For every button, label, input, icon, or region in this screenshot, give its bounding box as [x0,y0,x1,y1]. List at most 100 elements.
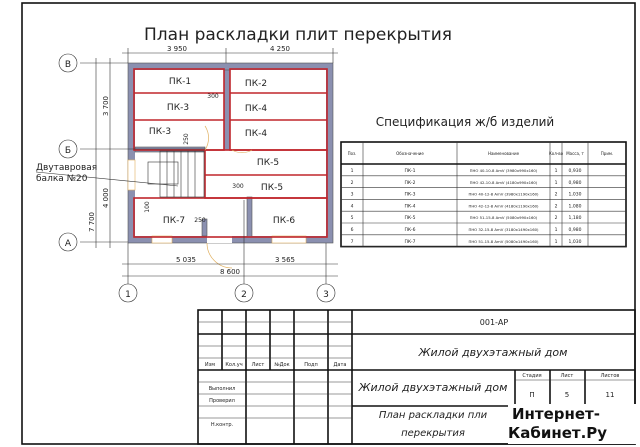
slab-label: ПК-2 [245,79,267,89]
spec-cell: 1,030 [569,192,582,198]
tb-stage-header: Листов [601,373,620,379]
axis-label: В [65,60,71,70]
wall-bottom-partition [246,196,253,238]
watermark-logo: Кабинет.Ру [508,424,607,442]
spec-cell: 1 [555,239,558,245]
spec-cell: 5 [351,215,354,221]
door-swing [206,242,233,269]
spec-cell: 1,080 [569,203,582,209]
spec-cell: 7 [351,239,354,245]
slab-zone-left [133,68,225,151]
spec-cell: ПК-2 [404,180,415,186]
dim-note: 100 [144,201,151,213]
dim-note: 300 [232,183,244,190]
axis-bubble [58,232,78,252]
watermark-bg [508,404,636,444]
dim-note: 250 [183,133,190,145]
beam-label: Двутавровая [36,163,97,173]
door-entrance [207,236,232,243]
axis-bubble [118,283,138,303]
slab-label: ПК-4 [245,129,267,139]
window-bottom-right [271,235,307,244]
spec-cell: 2 [351,180,354,186]
spec-cell: ПК-6 [404,227,415,233]
axis-label: 3 [323,290,329,300]
staircase [147,150,205,198]
spec-cell: 0,930 [569,168,582,174]
slab-label: ПК-1 [169,77,191,87]
spec-cell: ПНО 42-10-8 AmV (4180х990х160) [470,180,538,185]
axis-label: Б [65,146,71,156]
slab-zone-bottom [133,197,328,238]
spec-cell: 3 [351,192,354,198]
tb-stage-header: Стадия [522,373,541,379]
spec-cell: ПНО 40-10-8 AmV (3980х990х160) [470,168,538,173]
title-block [197,309,636,445]
slab-label: ПК-5 [261,183,283,193]
spec-cell: ПНО 51-15-8 AmV (5080х1490х160) [468,239,539,244]
tb-col-header: Изм [205,362,215,368]
spec-cell: 4 [351,203,354,209]
spec-cell: ПК-3 [404,192,415,198]
tb-stage-value: 11 [606,391,615,399]
spec-cell: ПНО 32-15-8 AmV (3180х1490х160) [468,227,539,232]
watermark-logo: Интернет- [512,405,600,423]
spec-cell: 1,030 [569,239,582,245]
spec-cell: ПК-1 [404,168,415,174]
spec-cell: 1 [555,180,558,186]
spec-cell: 2 [555,215,558,221]
slab-label: ПК-4 [245,104,267,114]
axis-label: А [65,239,72,249]
spec-cell: 2 [555,192,558,198]
spec-title: Спецификация ж/б изделий [376,115,554,129]
spec-cell: 0,980 [569,227,582,233]
spec-header: Прим. [601,151,613,156]
spec-cell: 1 [555,227,558,233]
slab-label: ПК-7 [163,216,185,226]
door-swing [231,149,253,154]
axis-bubble [316,283,336,303]
tb-role: Проверил [209,398,235,404]
tb-sheet-title: перекрытия [401,428,465,439]
spec-cell: ПК-7 [404,239,415,245]
dim-bottom-1: 5 035 [176,256,196,264]
slab-label: ПК-5 [257,158,279,168]
spec-cell: 1,180 [569,215,582,221]
tb-col-header: Кол.уч [225,362,242,368]
tb-project: Жилой двухэтажный дом [418,346,568,359]
dim-left-total: 7 700 [88,212,96,232]
spec-cell: 0,980 [569,180,582,186]
beam-label: балка №20 [36,174,88,184]
slab-label: ПК-6 [273,216,295,226]
axis-bubble [234,283,254,303]
slab-label: ПК-3 [167,103,189,113]
axis-label: 1 [125,290,131,300]
dim-top-1: 3 950 [167,45,187,53]
spec-cell: ПНО 40-12-8 AmV (3980х1190х160) [468,192,539,197]
tb-sheet-title: План раскладки пли [379,410,488,421]
spec-header: Масса, т [566,151,584,156]
tb-building: Жилой двухэтажный дом [358,381,508,394]
dim-left-1: 3 700 [102,96,110,116]
tb-col-header: Подп [304,362,318,368]
spec-header: Кол-во [549,151,564,156]
spec-cell: ПК-4 [404,203,415,209]
spec-cell: 6 [351,227,354,233]
window-bottom-left [151,235,173,244]
tb-stage-value: П [529,391,534,399]
spec-cell: 1 [351,168,354,174]
spec-header: Обозначение [396,151,424,156]
drawing-title: План раскладки плит перекрытия [144,25,452,45]
tb-code: 001-АР [480,318,509,327]
slab-label: ПК-3 [149,127,171,137]
spec-cell: 1 [555,168,558,174]
axis-label: 2 [241,290,247,300]
tb-role: Н.контр. [211,422,234,428]
window-left [127,159,136,191]
tb-col-header: Дата [334,362,347,368]
wall-stub [201,218,208,237]
tb-role: Выполнил [209,386,236,392]
axis-bubble [58,53,78,73]
